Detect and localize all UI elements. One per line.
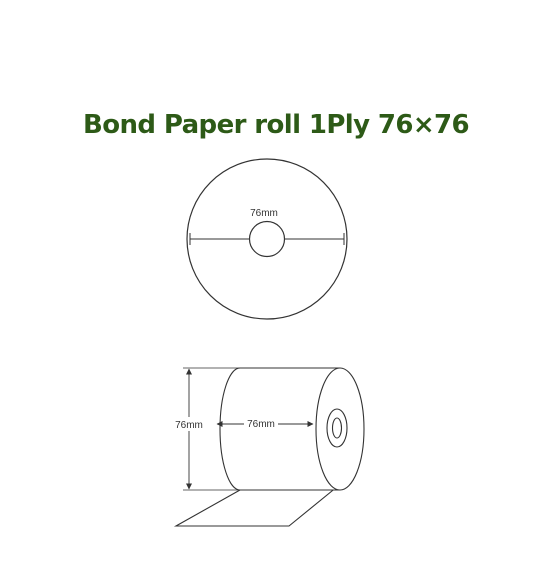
roll-top-view: 76mm (186, 158, 348, 320)
height-label-bg (176, 417, 204, 431)
roll-cylinder-body (219, 367, 341, 491)
height-label: 76mm (175, 420, 203, 431)
width-label: 76mm (247, 419, 275, 430)
diameter-label: 76mm (250, 208, 278, 219)
roll-core-inner (331, 417, 343, 439)
paper-sheet (173, 481, 344, 527)
page-title: Bond Paper roll 1Ply 76×76 (83, 110, 470, 140)
roll-outer-circle (186, 158, 348, 320)
roll-side-view: 76mm 76mm (173, 367, 365, 527)
roll-core-circle (248, 220, 286, 258)
